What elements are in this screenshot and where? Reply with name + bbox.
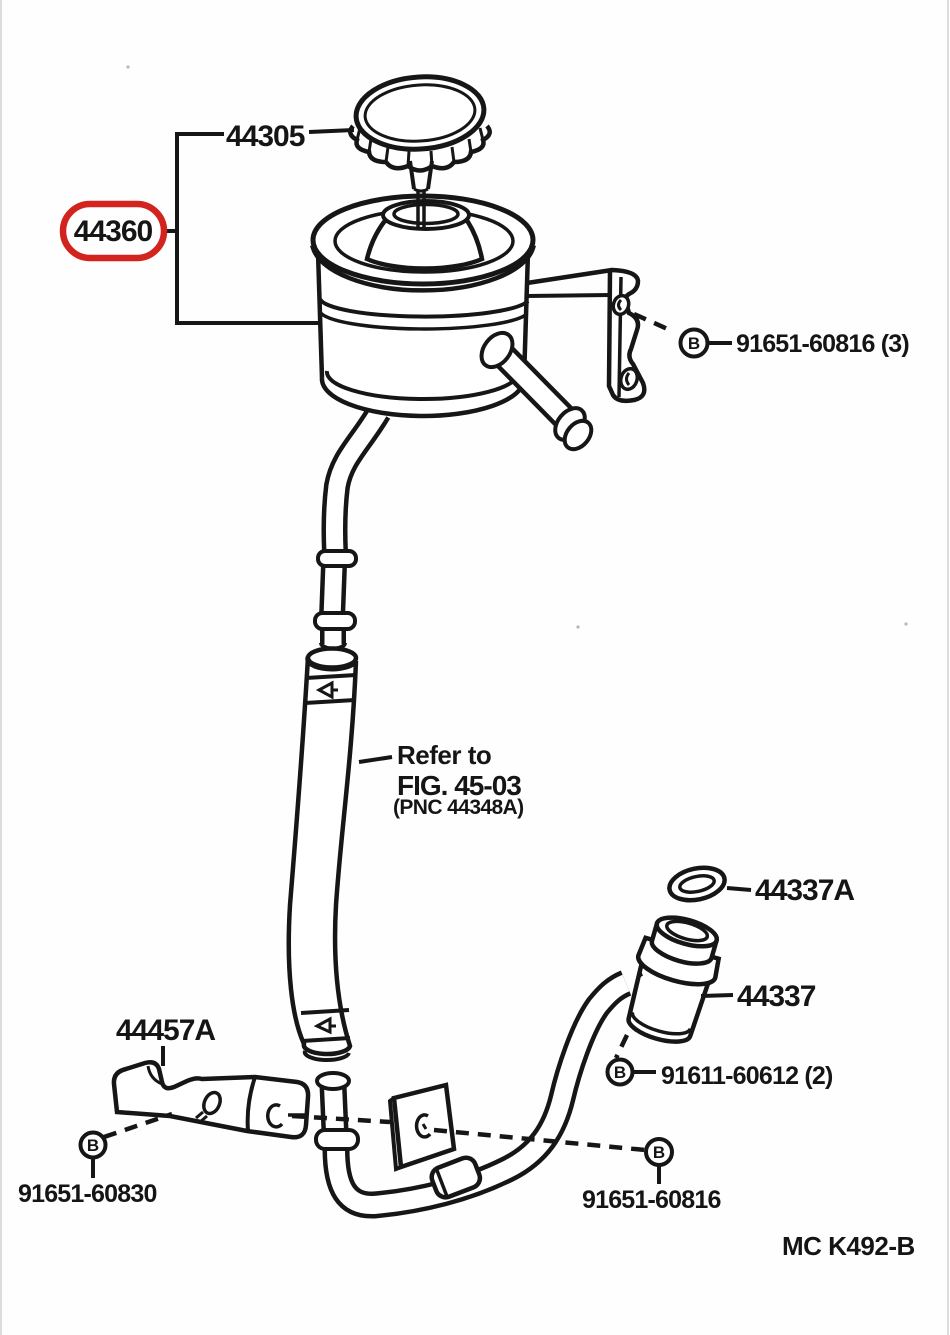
bracket-bushing-edge bbox=[245, 1076, 257, 1132]
hose-opening bbox=[305, 646, 359, 670]
label-bolt-pipe: 91651-60816 bbox=[582, 1186, 721, 1214]
hose-clamp-bottom bbox=[300, 1008, 351, 1043]
bracket-hole-lower bbox=[618, 366, 640, 392]
bolt-symbol-letter: B bbox=[688, 334, 700, 353]
figure-code: MC K492-B bbox=[782, 1231, 915, 1261]
label-note-line3: (PNC 44348A) bbox=[393, 796, 524, 819]
bracket-hole-upper bbox=[611, 293, 631, 317]
bolt-symbol-union: B bbox=[605, 1057, 656, 1087]
label-oring: 44337A bbox=[755, 874, 854, 907]
reservoir-cap bbox=[348, 74, 492, 227]
oring-44337A bbox=[667, 865, 727, 903]
reservoir-tank bbox=[309, 193, 537, 419]
bolt-symbol-pipe: B bbox=[644, 1137, 674, 1184]
return-hose bbox=[286, 646, 359, 1063]
bolt-symbol-letter: B bbox=[87, 1136, 99, 1155]
label-reservoir-assy: 44360 bbox=[74, 215, 153, 248]
highlight-44360: 44360 bbox=[59, 200, 168, 262]
suction-pipe bbox=[314, 970, 632, 1219]
bracket-slot-hole bbox=[202, 1090, 222, 1116]
union-tube-44337 bbox=[626, 915, 722, 1044]
bushing-hole bbox=[266, 1103, 284, 1129]
highlight-oval bbox=[59, 200, 168, 262]
scan-speck bbox=[126, 65, 130, 69]
pipe-opening bbox=[315, 1071, 351, 1091]
bolt-symbol-letter: B bbox=[614, 1063, 626, 1082]
pipe-mount-plate bbox=[387, 1082, 457, 1172]
scan-speck bbox=[904, 622, 908, 626]
hose-clamp-top bbox=[304, 673, 357, 705]
label-bolt-reservoir-bracket: 91651-60816 (3) bbox=[736, 330, 909, 358]
label-bracket: 44457A bbox=[116, 1014, 215, 1047]
tank-spout bbox=[479, 330, 594, 452]
label-union: 44337 bbox=[737, 980, 816, 1013]
cap-knurl bbox=[348, 124, 492, 173]
label-note-line1: Refer to bbox=[397, 740, 491, 770]
label-bolt-bracket: 91651-60830 bbox=[18, 1180, 157, 1208]
label-leaders bbox=[161, 755, 752, 1066]
reservoir-outlet-tube bbox=[319, 405, 391, 644]
cap-knurl-ridges bbox=[355, 127, 485, 167]
pipe-bracket-44457A bbox=[111, 1060, 311, 1140]
scan-speck bbox=[576, 625, 580, 629]
pipe-clamp bbox=[429, 1155, 483, 1200]
label-note-line2: FIG. 45-03 bbox=[397, 770, 521, 801]
bolt-symbol-bracket: B bbox=[78, 1130, 108, 1178]
bolt-symbol-letter: B bbox=[653, 1143, 665, 1162]
tank-mount-bracket bbox=[526, 267, 647, 404]
label-cap: 44305 bbox=[226, 120, 305, 153]
plate-hole bbox=[414, 1113, 432, 1139]
bolt-symbol-upper: B bbox=[678, 327, 732, 359]
label-bolt-union: 91611-60612 (2) bbox=[661, 1062, 833, 1090]
dashed-leaders bbox=[103, 311, 673, 1153]
pipe-bead bbox=[314, 1128, 360, 1151]
